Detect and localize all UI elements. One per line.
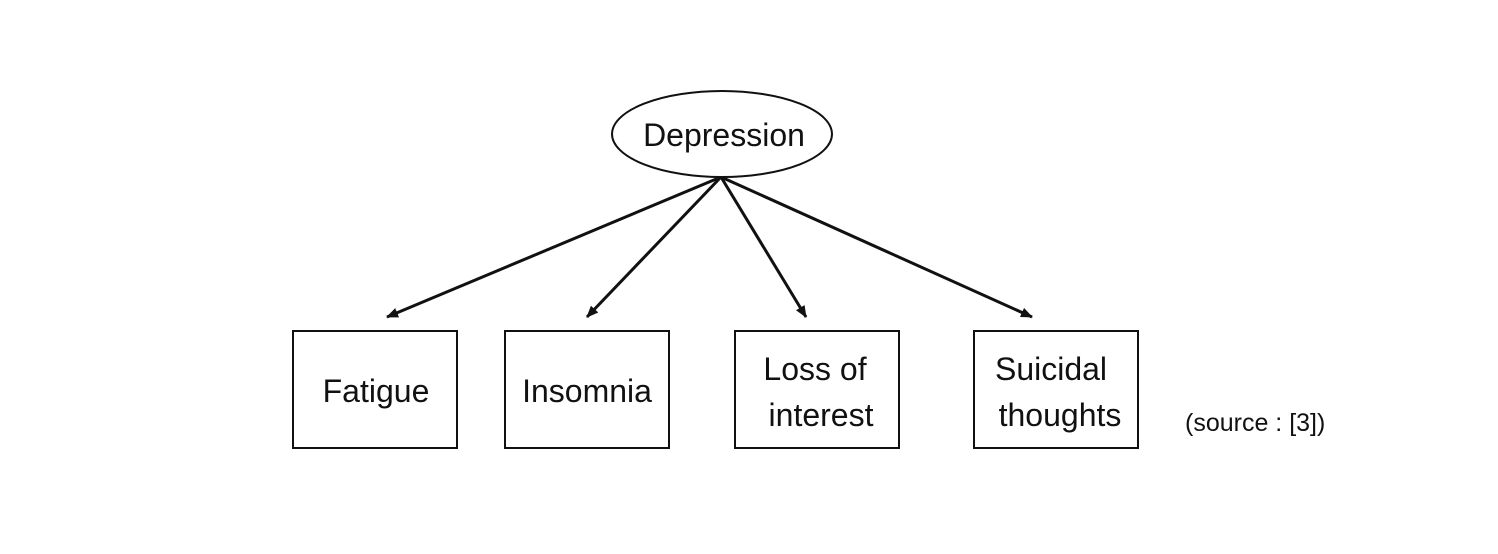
child-label-line: Suicidal: [995, 351, 1107, 387]
child-box: [504, 330, 670, 449]
arrow-to-fatigue: [386, 175, 722, 319]
child-box: [973, 330, 1139, 449]
child-label-line: interest: [769, 397, 874, 433]
child-label-line: Loss of: [763, 351, 866, 387]
root-label: Depression: [643, 117, 805, 153]
arrows: [386, 175, 1033, 319]
arrow-to-loss-of-interest: [719, 176, 808, 318]
child-node-fatigue: Fatigue: [292, 330, 458, 449]
source-note: (source : [3]): [1185, 409, 1325, 437]
child-node-insomnia: Insomnia: [504, 330, 670, 449]
arrow-to-insomnia: [585, 175, 723, 319]
child-label-line: Insomnia: [522, 373, 652, 409]
child-node-loss-of-interest: Loss of interest: [734, 330, 900, 449]
child-node-suicidal-thoughts: Suicidal thoughts: [973, 330, 1139, 449]
child-box: [292, 330, 458, 449]
child-label-line: Fatigue: [323, 373, 430, 409]
root-ellipse: [611, 90, 833, 178]
arrow-to-suicidal-thoughts: [720, 175, 1033, 319]
child-label-line: thoughts: [999, 397, 1122, 433]
root-node: Depression: [611, 90, 833, 178]
child-box: [734, 330, 900, 449]
